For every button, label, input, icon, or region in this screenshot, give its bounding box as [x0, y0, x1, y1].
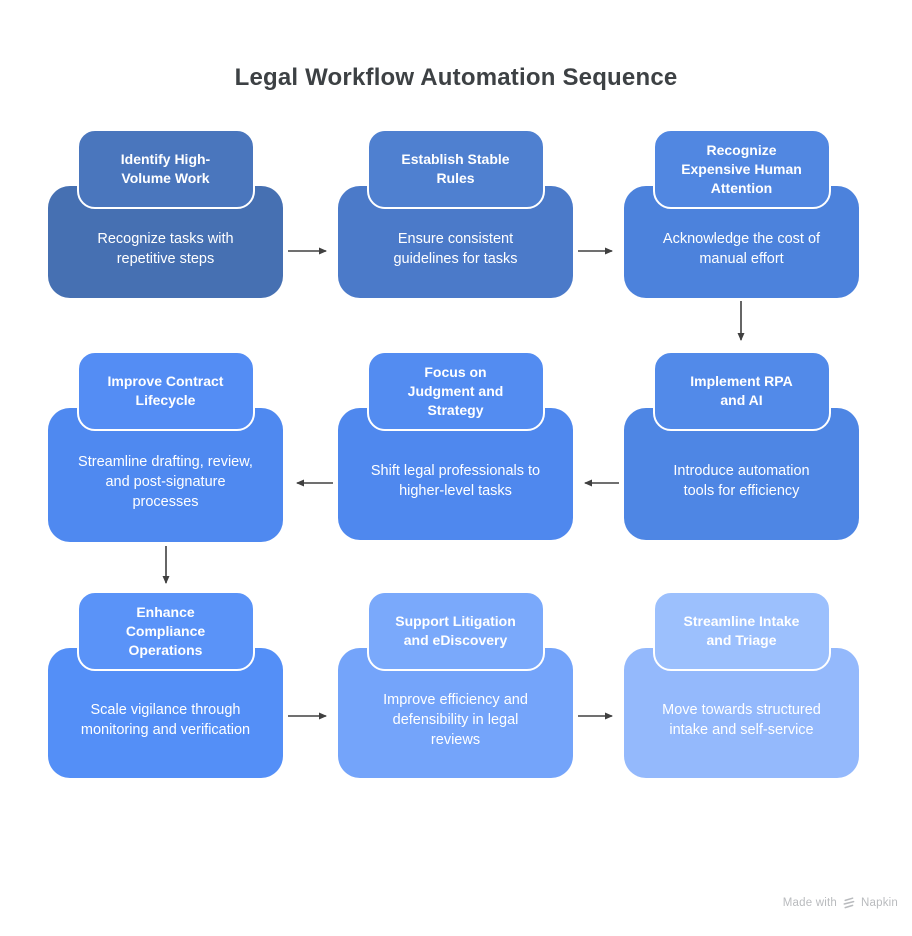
flow-node-establish-stable-rules: Ensure consistent guidelines for tasks E… [338, 129, 573, 298]
node-title: Streamline Intake and Triage [683, 613, 800, 648]
node-header: Streamline Intake and Triage [652, 591, 831, 671]
flow-node-enhance-compliance-operations: Scale vigilance through monitoring and v… [48, 591, 283, 778]
node-body: Introduce automation tools for efficienc… [624, 408, 859, 540]
node-description: Introduce automation tools for efficienc… [673, 463, 810, 499]
node-header: Enhance Compliance Operations [76, 591, 255, 671]
flow-node-implement-rpa-and-ai: Introduce automation tools for efficienc… [624, 351, 859, 540]
node-description: Ensure consistent guidelines for tasks [393, 231, 518, 267]
node-description: Recognize tasks with repetitive steps [97, 231, 234, 267]
node-header: Identify High- Volume Work [76, 129, 255, 209]
node-title: Support Litigation and eDiscovery [395, 613, 516, 648]
node-title: Identify High- Volume Work [120, 151, 211, 186]
node-title: Focus on Judgment and Strategy [407, 363, 504, 418]
node-header: Recognize Expensive Human Attention [652, 129, 831, 209]
node-header: Implement RPA and AI [652, 351, 831, 431]
made-with-label: Made with [782, 897, 837, 909]
made-with-napkin-credit: Made with Napkin [783, 897, 898, 909]
flow-node-streamline-intake-and-triage: Move towards structured intake and self-… [624, 591, 859, 778]
node-header: Improve Contract Lifecycle [76, 351, 255, 431]
napkin-brand-label: Napkin [861, 897, 898, 909]
node-description: Streamline drafting, review, and post-si… [78, 454, 253, 510]
node-description: Scale vigilance through monitoring and v… [80, 702, 251, 738]
flow-node-focus-on-judgment-and-strategy: Shift legal professionals to higher-leve… [338, 351, 573, 540]
node-description: Acknowledge the cost of manual effort [662, 231, 821, 267]
node-description: Move towards structured intake and self-… [662, 702, 821, 738]
node-header: Establish Stable Rules [366, 129, 545, 209]
page-title: Legal Workflow Automation Sequence [234, 64, 678, 92]
flow-node-identify-high-volume-work: Recognize tasks with repetitive steps Id… [48, 129, 283, 298]
flow-node-recognize-expensive-human-attention: Acknowledge the cost of manual effort Re… [624, 129, 859, 298]
node-header: Focus on Judgment and Strategy [366, 351, 545, 431]
node-description: Improve efficiency and defensibility in … [383, 692, 528, 748]
flow-node-improve-contract-lifecycle: Streamline drafting, review, and post-si… [48, 351, 283, 542]
node-description: Shift legal professionals to higher-leve… [370, 463, 541, 499]
flow-node-support-litigation-and-ediscovery: Improve efficiency and defensibility in … [338, 591, 573, 778]
napkin-logo-icon [843, 897, 855, 909]
node-title: Improve Contract Lifecycle [107, 373, 224, 408]
node-title: Recognize Expensive Human Attention [681, 141, 802, 196]
node-title: Enhance Compliance Operations [125, 603, 206, 658]
node-title: Establish Stable Rules [401, 151, 510, 186]
node-header: Support Litigation and eDiscovery [366, 591, 545, 671]
node-title: Implement RPA and AI [690, 373, 793, 408]
